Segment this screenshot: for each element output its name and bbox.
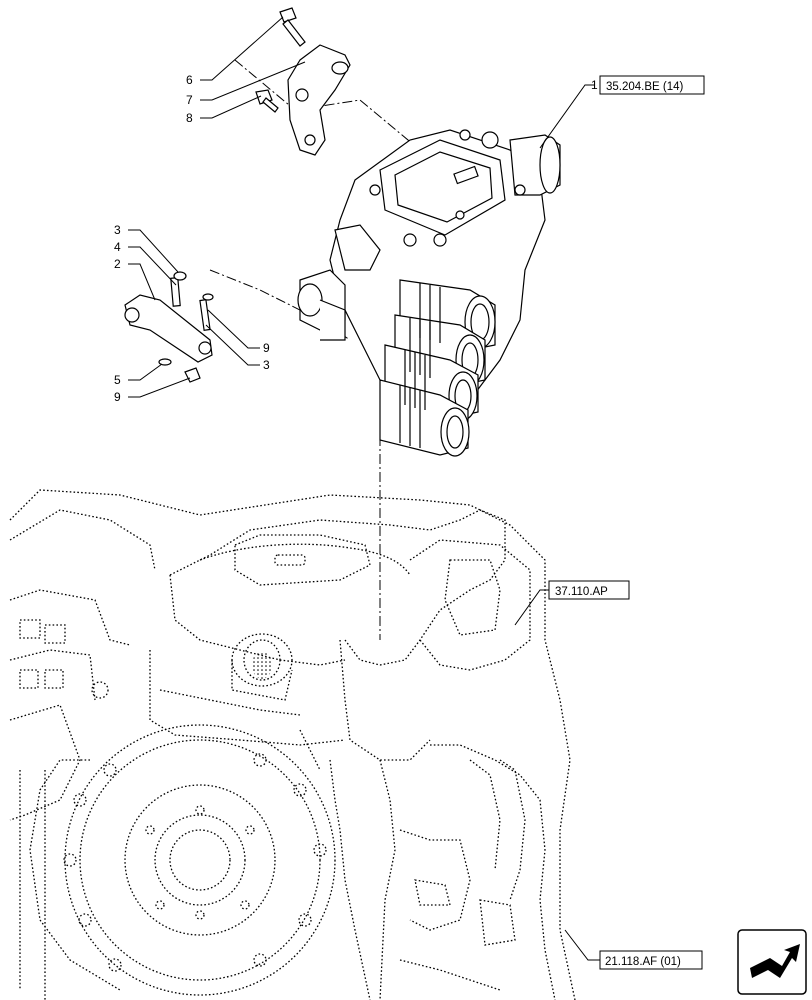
lever-linkage	[124, 271, 214, 383]
callout-8: 8	[186, 111, 193, 125]
callout-7: 7	[186, 93, 193, 107]
callout-4: 4	[114, 240, 121, 254]
callout-1: 1	[591, 78, 598, 92]
bolt-6	[279, 7, 306, 47]
reference-text-3[interactable]: 21.118.AF (01)	[605, 956, 681, 968]
callout-3-right: 3	[263, 358, 270, 372]
callout-5: 5	[114, 373, 121, 387]
bolt-8	[255, 89, 279, 113]
reference-text-2[interactable]: 37.110.AP	[555, 586, 608, 598]
callout-9: 9	[114, 390, 121, 404]
callout-6: 6	[186, 73, 193, 87]
spool-cylinders	[379, 279, 496, 457]
port-grille	[252, 651, 272, 679]
callout-labels: 6 7 8 3 4 2 5 9 9 3 1	[114, 73, 598, 404]
reference-text-1[interactable]: 35.204.BE (14)	[606, 81, 684, 93]
transmission-housing-phantom	[9, 489, 576, 1000]
control-valve-assembly	[297, 129, 561, 457]
callout-3: 3	[114, 223, 121, 237]
callout-2: 2	[114, 257, 121, 271]
reference-box-2[interactable]: 37.110.AP	[548, 580, 630, 600]
leader-lines	[128, 16, 600, 961]
callout-9-right: 9	[263, 341, 270, 355]
next-page-arrow-icon[interactable]	[737, 929, 807, 995]
reference-box-3[interactable]: 21.118.AF (01)	[599, 950, 703, 970]
mounting-bracket	[287, 44, 351, 156]
reference-box-1[interactable]: 35.204.BE (14)	[599, 75, 705, 95]
